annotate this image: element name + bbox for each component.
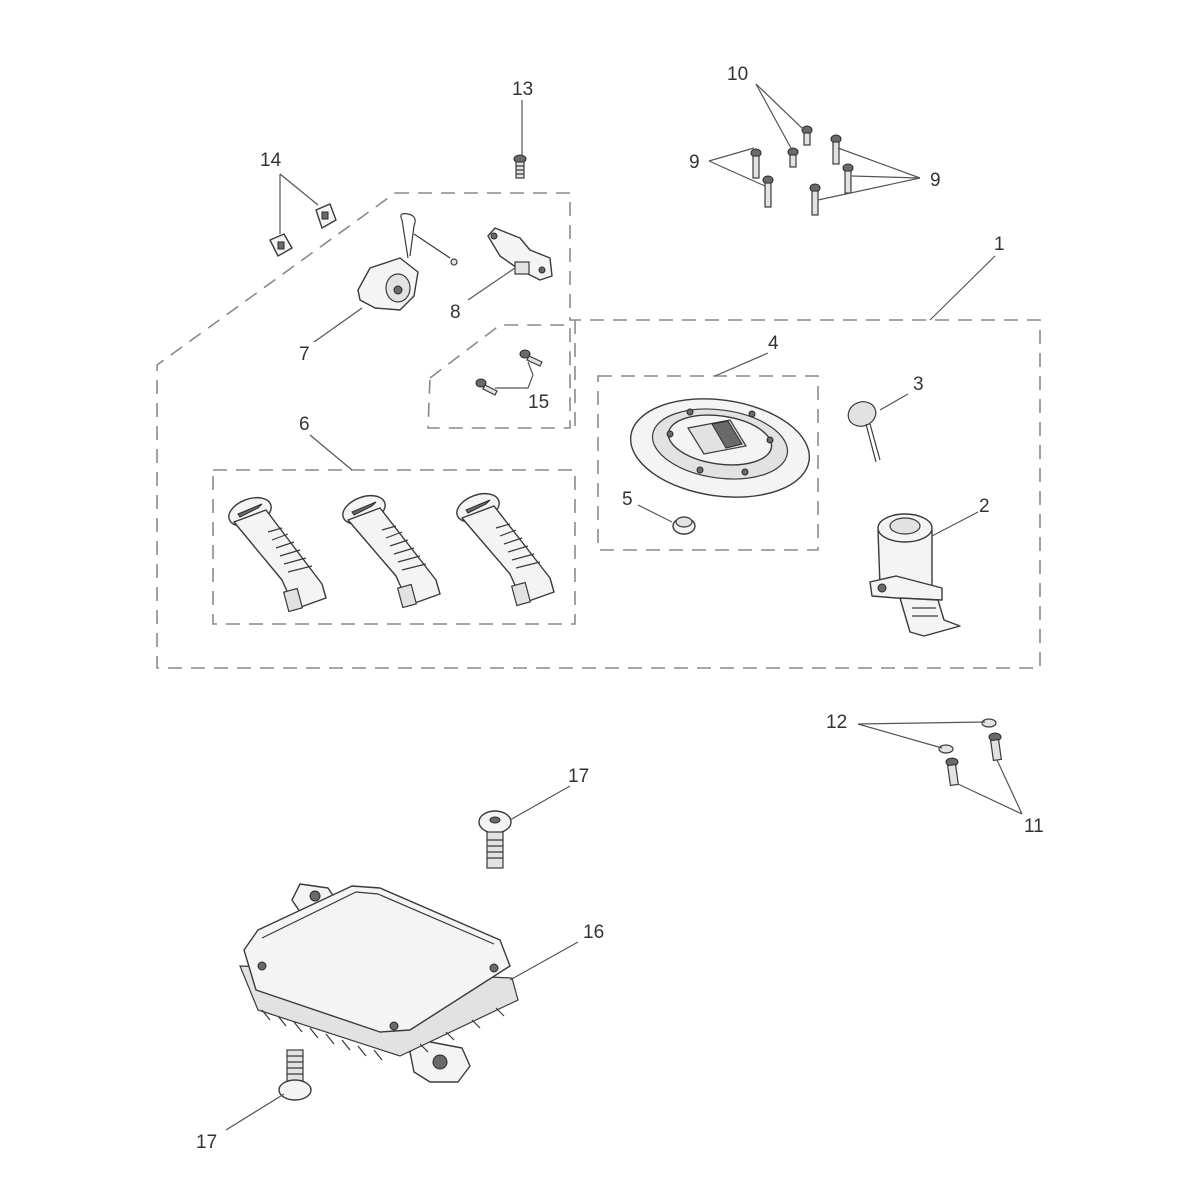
callout-9-left: 9 bbox=[689, 152, 700, 173]
leader-lines bbox=[225, 83, 1023, 1131]
part-2-ignition-switch bbox=[869, 513, 961, 637]
group-outline-4 bbox=[597, 375, 819, 551]
part-17-bolt-top bbox=[478, 810, 512, 869]
callout-14: 14 bbox=[260, 150, 282, 171]
group-outline-15 bbox=[427, 324, 571, 429]
lock-barrel-1 bbox=[228, 496, 327, 613]
lock-barrel-3 bbox=[456, 492, 555, 607]
part-4-fuel-cap bbox=[629, 398, 811, 498]
callout-4: 4 bbox=[768, 333, 779, 354]
callout-6: 6 bbox=[299, 414, 310, 435]
callout-11: 11 bbox=[1024, 816, 1044, 837]
callout-17-top: 17 bbox=[568, 766, 589, 787]
group-outline-main bbox=[156, 192, 1041, 669]
callout-labels: 1 2 3 4 5 6 7 8 9 9 10 11 12 13 14 15 16… bbox=[196, 64, 1044, 1153]
part-5-plug bbox=[672, 516, 696, 535]
part-13-bolt bbox=[513, 154, 527, 179]
part-6-lock-barrels bbox=[228, 492, 555, 613]
part-15-screws bbox=[475, 349, 543, 396]
callout-2: 2 bbox=[979, 496, 990, 517]
callout-10: 10 bbox=[727, 64, 748, 85]
part-14-clip-nuts bbox=[269, 203, 337, 257]
callout-9-right: 9 bbox=[930, 170, 941, 191]
callout-8: 8 bbox=[450, 302, 461, 323]
part-9-10-bolts bbox=[750, 125, 854, 216]
lock-barrel-2 bbox=[342, 494, 441, 609]
callout-1: 1 bbox=[994, 234, 1005, 255]
part-8-latch bbox=[487, 227, 553, 281]
callout-13: 13 bbox=[512, 79, 533, 100]
callout-15: 15 bbox=[528, 392, 549, 413]
part-3-key bbox=[847, 401, 881, 463]
callout-3: 3 bbox=[913, 374, 924, 395]
callout-5: 5 bbox=[622, 489, 633, 510]
callout-17-bottom: 17 bbox=[196, 1132, 217, 1153]
part-17-bolt-bottom bbox=[278, 1049, 312, 1101]
callout-7: 7 bbox=[299, 344, 310, 365]
callout-16: 16 bbox=[583, 922, 604, 943]
callout-12: 12 bbox=[826, 712, 847, 733]
part-7-seat-lock bbox=[357, 213, 458, 311]
part-16-control-module bbox=[239, 883, 519, 1083]
group-outline-6 bbox=[212, 469, 576, 625]
part-11-12-bolts-washers bbox=[938, 718, 1003, 787]
